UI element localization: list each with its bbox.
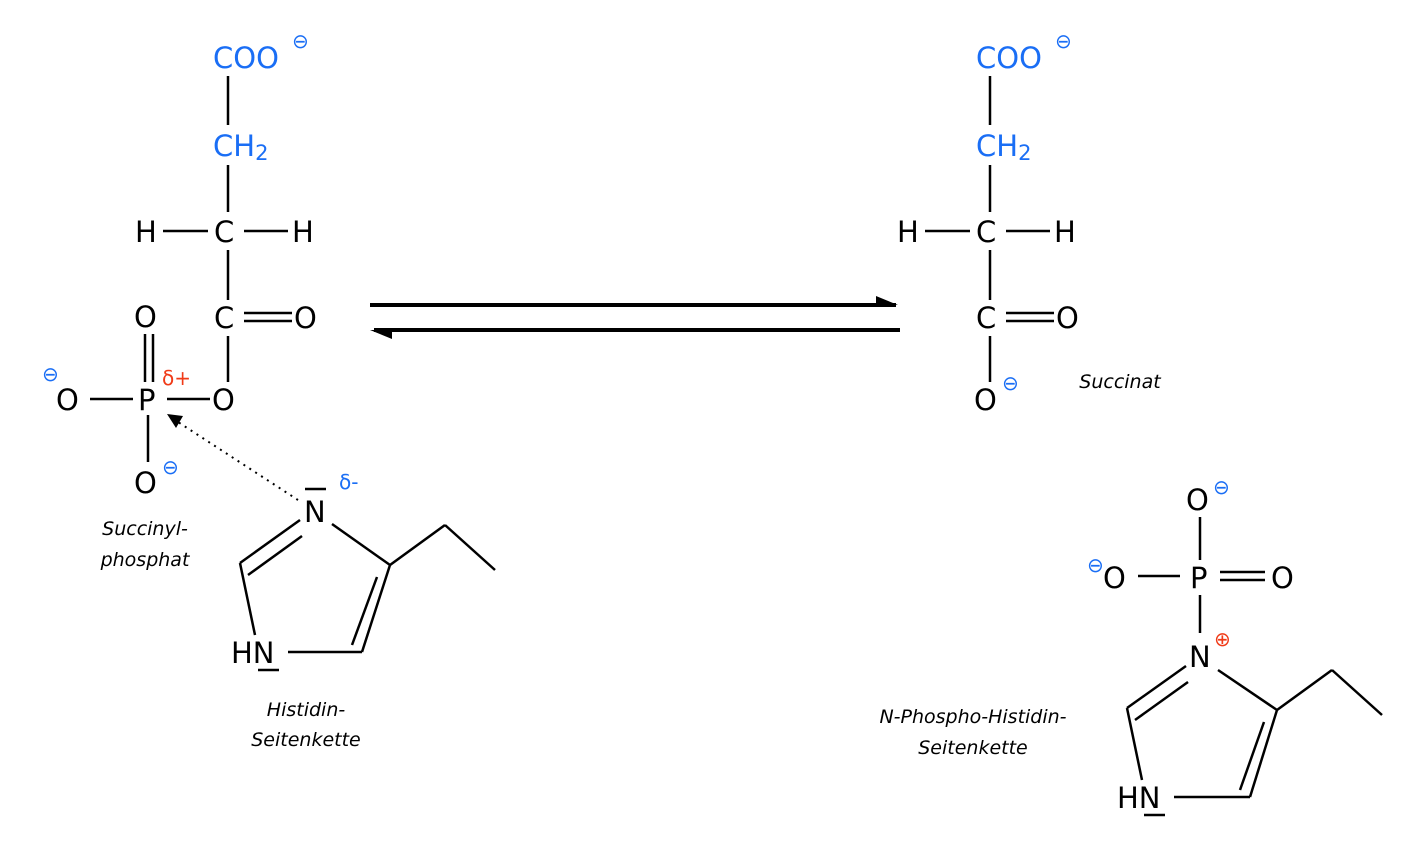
hydrogen: H — [1054, 215, 1076, 249]
label-phosphat: phosphat — [100, 549, 191, 571]
negative-charge: ⊖ — [292, 29, 309, 53]
oxygen: O — [294, 301, 317, 335]
negative-charge: ⊖ — [1213, 475, 1230, 499]
label-histidin: Histidin- — [267, 699, 346, 721]
delta-plus: δ+ — [162, 366, 191, 390]
oxygen: O — [1186, 483, 1209, 517]
ch2-group: CH2 — [976, 129, 1031, 165]
oxygen: O — [1271, 561, 1294, 595]
label-seitenkette: Seitenkette — [251, 729, 361, 751]
phosphorus: P — [1190, 561, 1208, 595]
hydrogen: H — [292, 215, 314, 249]
carbon: C — [976, 215, 996, 249]
ch2-group: CH2 — [213, 129, 268, 165]
carboxylate-group: COO — [976, 41, 1042, 75]
arrowhead-icon — [167, 414, 183, 428]
nh-group: HN — [1117, 781, 1161, 815]
positive-charge: ⊕ — [1214, 627, 1231, 651]
oxygen: O — [212, 383, 235, 417]
n-phospho-histidine: O ⊖ P O ⊖ O N ⊕ HN N-Phospho-Histidin- S… — [879, 475, 1383, 817]
carbon: C — [214, 215, 234, 249]
carbon: C — [214, 301, 234, 335]
negative-charge: ⊖ — [42, 362, 59, 386]
oxygen: O — [134, 466, 157, 500]
label-n-phospho-histidin: N-Phospho-Histidin- — [879, 706, 1066, 728]
carboxylate-group: COO — [213, 41, 279, 75]
negative-charge: ⊖ — [1002, 371, 1019, 395]
label-succinyl: Succinyl- — [102, 518, 188, 540]
phosphorus: P — [138, 383, 156, 417]
hydrogen: H — [135, 215, 157, 249]
label-seitenkette: Seitenkette — [918, 737, 1028, 759]
negative-charge: ⊖ — [1055, 29, 1072, 53]
oxygen: O — [1103, 561, 1126, 595]
oxygen: O — [56, 383, 79, 417]
oxygen: O — [134, 300, 157, 334]
hydrogen: H — [897, 215, 919, 249]
label-succinat: Succinat — [1079, 371, 1162, 393]
oxygen: O — [1056, 301, 1079, 335]
negative-charge: ⊖ — [162, 455, 179, 479]
succinate: COO ⊖ CH2 H C H C O O ⊖ Succinat — [897, 29, 1162, 417]
carbon: C — [976, 301, 996, 335]
nitrogen: N — [1189, 640, 1211, 674]
histidine-side-chain: δ- N HN Histidin- Seitenkette — [231, 470, 496, 751]
negative-charge: ⊖ — [1087, 553, 1104, 577]
succinyl-phosphate: COO ⊖ CH2 H C H C O O P δ+ O ⊖ O O ⊖ Suc… — [42, 29, 317, 571]
equilibrium-arrow — [370, 296, 900, 339]
delta-minus: δ- — [339, 470, 358, 494]
oxygen: O — [974, 383, 997, 417]
nh-group: HN — [231, 636, 275, 670]
nitrogen: N — [304, 495, 326, 529]
attack-arrow — [167, 414, 299, 501]
